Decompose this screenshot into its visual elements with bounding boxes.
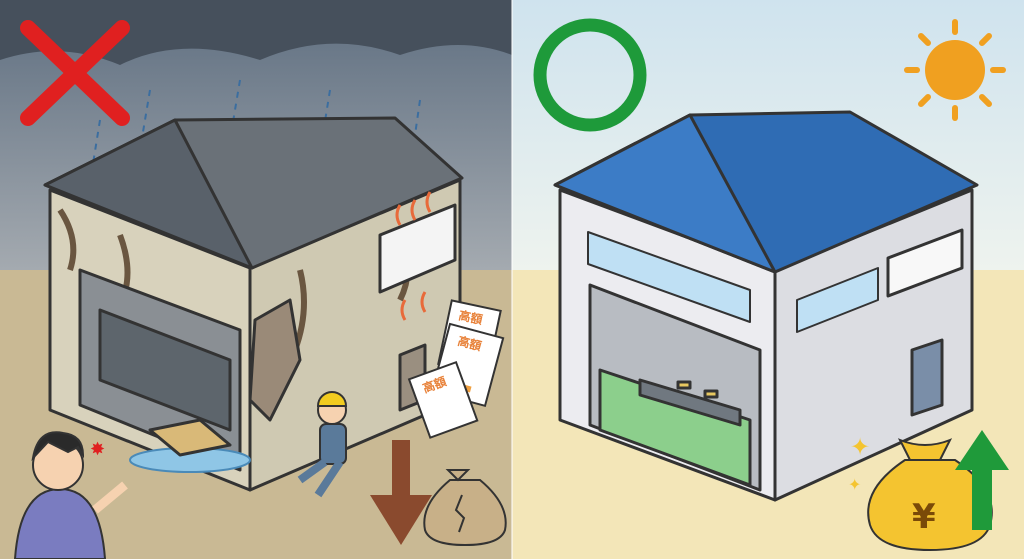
bad-scene: 高額 高額 高額 ✸ <box>0 0 512 559</box>
invoice-label: 高額 <box>457 307 484 327</box>
invoice-documents: 高額 高額 高額 <box>407 299 505 439</box>
storm-cloud <box>0 0 512 65</box>
invoice-label: 高額 <box>456 333 483 354</box>
arrow-down-icon <box>370 440 432 545</box>
cross-mark-icon <box>20 20 130 126</box>
damaged-factory <box>43 116 464 492</box>
sun-icon <box>904 19 1006 121</box>
healthy-factory <box>553 110 979 502</box>
angry-manager: ✸ <box>13 431 128 559</box>
yen-symbol: ¥ <box>912 497 936 537</box>
cracked-money-bag-icon <box>423 469 507 547</box>
sparkle-icon: ✦ <box>848 475 861 494</box>
good-scene: ¥ ✦ ✦ <box>512 0 1024 559</box>
money-bag-icon: ¥ <box>867 438 993 552</box>
falling-worker <box>297 391 348 498</box>
sparkle-icon: ✦ <box>850 433 870 461</box>
arrow-up-icon <box>955 430 1009 530</box>
circle-mark-icon <box>533 18 647 132</box>
svg-text:✸: ✸ <box>90 439 105 460</box>
